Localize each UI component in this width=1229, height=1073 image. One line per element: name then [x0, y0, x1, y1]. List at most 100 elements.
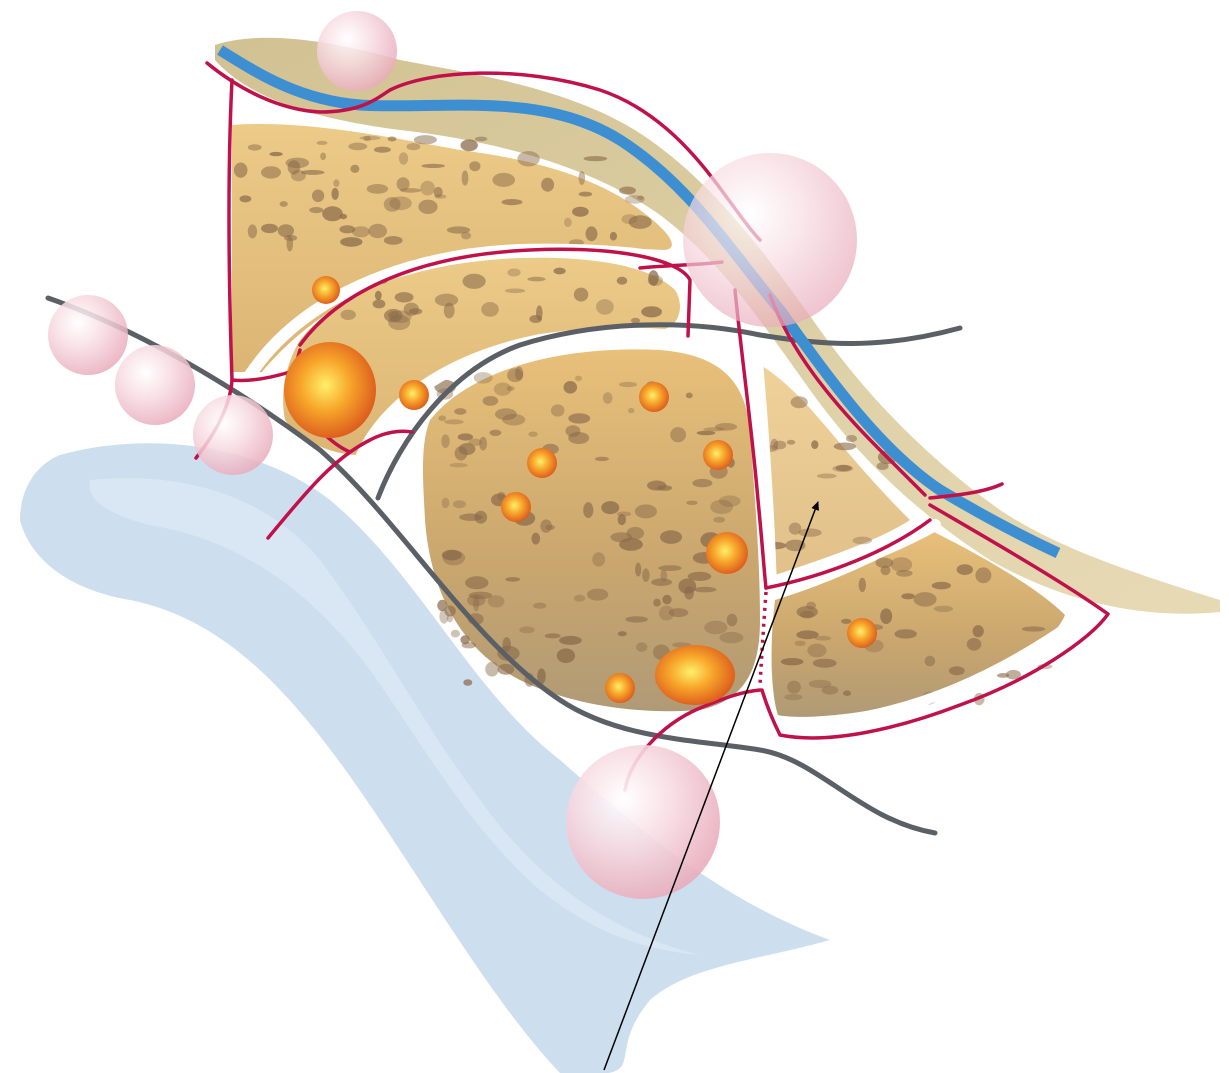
bone-pore [815, 636, 832, 641]
bone-pore [625, 616, 648, 622]
bone-pore [502, 199, 523, 205]
bone-pore [435, 294, 458, 307]
bone-pore [331, 188, 338, 200]
bone-pore [692, 479, 712, 487]
bone-pore [592, 552, 605, 566]
bone-pore [350, 165, 359, 173]
bone-pore [686, 393, 693, 399]
bone-pore [505, 289, 525, 294]
bone-pore [670, 427, 686, 442]
bone-pore [507, 269, 520, 277]
bone-pore [957, 564, 973, 575]
bone-pore [389, 196, 411, 210]
bone-pore [694, 587, 717, 593]
bone-pore [603, 392, 613, 404]
bone-pore [479, 437, 487, 451]
bone-pore [564, 218, 572, 227]
bone-pore [853, 537, 873, 545]
bone-pore [876, 558, 894, 568]
bone-pore [559, 636, 582, 645]
bone-pore [784, 694, 802, 700]
bone-pore [841, 619, 851, 624]
bone-pore [278, 224, 294, 237]
bone-pore [532, 533, 541, 545]
bone-pore [973, 625, 984, 637]
bone-pore [462, 170, 469, 185]
bone-pore [658, 565, 681, 571]
bone-pore [492, 173, 515, 187]
bone-pore [662, 595, 671, 605]
bone-pore [554, 268, 566, 275]
bone-pore [619, 187, 636, 195]
bone-pore [834, 443, 856, 451]
bone-pore [596, 299, 614, 315]
bone-pore [642, 568, 650, 582]
bone-pore [527, 277, 545, 282]
bone-pore [261, 224, 278, 233]
bone-pore [517, 151, 539, 166]
bone-pore [568, 413, 590, 423]
orange-nodule [655, 645, 735, 705]
red-vessel-left-branch [232, 372, 290, 381]
bone-pore [528, 432, 537, 437]
bone-pore [932, 582, 951, 590]
bone-pore [836, 465, 852, 471]
bone-pore [806, 602, 816, 610]
bone-pore [404, 303, 419, 316]
bone-pore [859, 578, 866, 592]
bone-pore [374, 147, 391, 153]
bone-pore [444, 606, 455, 617]
bone-pore [322, 206, 343, 221]
orange-nodule [284, 342, 376, 438]
bone-pore [595, 457, 609, 461]
bone-pore [575, 376, 582, 382]
bone-pore [341, 310, 356, 320]
bone-pore [400, 188, 421, 193]
bone-pore [384, 236, 403, 245]
bone-pore [384, 309, 403, 322]
bone-pore [688, 572, 712, 581]
orange-nodule [399, 380, 429, 410]
orange-nodule [312, 276, 340, 304]
bone-pore [659, 606, 674, 621]
bone-pore [494, 383, 512, 396]
bone-pore [610, 532, 632, 542]
bone-pore [367, 184, 388, 194]
bone-pore [781, 658, 804, 665]
bone-pore [636, 642, 647, 652]
bone-pore [631, 318, 640, 324]
bone-pore [368, 224, 387, 238]
bone-pore [653, 599, 661, 607]
orange-nodule [605, 673, 635, 703]
bone-pore [451, 630, 460, 638]
bone-pore [791, 396, 808, 408]
bone-pore [686, 501, 698, 505]
bone-pore [533, 603, 546, 609]
bone-pore [529, 315, 542, 323]
bone-pore [601, 501, 619, 514]
bone-pore [450, 463, 468, 467]
bone-pore [541, 178, 554, 192]
bone-pore [441, 434, 449, 448]
orange-nodule [847, 618, 877, 648]
bone-pore [414, 135, 437, 144]
bone-pore [583, 502, 593, 518]
bone-pore [572, 207, 589, 217]
bone-pore [574, 595, 585, 602]
bone-pore [399, 152, 408, 164]
bone-pore [373, 299, 386, 308]
pink-nodule [48, 295, 128, 375]
bone-pore [727, 614, 738, 627]
bone-pore [488, 595, 505, 607]
bone-pore [877, 462, 889, 470]
bone-pore [270, 152, 283, 156]
bone-pore [421, 164, 445, 168]
bone-pore [505, 577, 520, 582]
bone-pore [574, 288, 588, 302]
bone-pore [901, 593, 915, 599]
bone-pore [789, 523, 802, 535]
bone-pore [474, 372, 493, 383]
bone-pore [320, 153, 326, 161]
bone-pore [586, 226, 598, 241]
